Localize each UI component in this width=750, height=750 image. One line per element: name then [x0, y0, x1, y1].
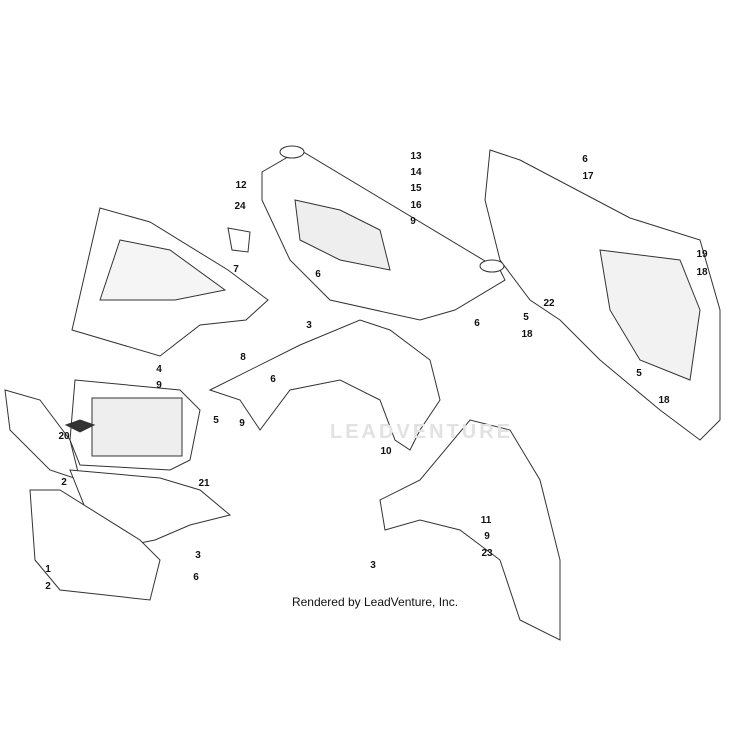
callout: 6	[315, 269, 321, 280]
callout: 5	[523, 312, 529, 323]
callout: 12	[235, 180, 247, 191]
callout: 18	[696, 267, 708, 278]
callout: 9	[484, 531, 490, 542]
callout: 9	[156, 380, 162, 391]
hood-part	[71, 207, 269, 357]
bracket-part	[227, 227, 251, 253]
callout: 23	[481, 548, 493, 559]
front-fascia	[208, 319, 441, 451]
callout: 1	[45, 564, 51, 575]
callout: 3	[306, 320, 312, 331]
callout: 6	[193, 572, 199, 583]
callout: 19	[696, 249, 708, 260]
callout: 5	[213, 415, 219, 426]
callout: 3	[370, 560, 376, 571]
dash-panel	[261, 145, 506, 321]
callout: 16	[410, 200, 422, 211]
callout: 14	[410, 167, 422, 178]
watermark: LEADVENTURE	[330, 421, 514, 443]
callout: 20	[58, 431, 70, 442]
callout: 7	[233, 264, 239, 275]
emblem	[64, 419, 96, 433]
caption: Rendered by LeadVenture, Inc.	[291, 595, 459, 609]
callout: 22	[543, 298, 555, 309]
callout: 11	[480, 515, 492, 526]
callout: 6	[270, 374, 276, 385]
callout: 2	[61, 477, 67, 488]
callout: 13	[410, 151, 422, 162]
callout: 5	[636, 368, 642, 379]
callout: 24	[234, 201, 246, 212]
callout: 18	[521, 329, 533, 340]
callout: 9	[410, 216, 416, 227]
callout: 6	[474, 318, 480, 329]
callout: 4	[156, 364, 162, 375]
callout: 17	[582, 171, 594, 182]
rear-panel	[484, 149, 721, 441]
callout: 9	[239, 418, 245, 429]
grille	[69, 379, 201, 471]
callout: 3	[195, 550, 201, 561]
fender	[379, 419, 561, 641]
callout: 15	[410, 183, 422, 194]
callout: 21	[198, 478, 210, 489]
callout: 18	[658, 395, 670, 406]
skid-plate	[29, 489, 161, 601]
callout: 10	[380, 446, 392, 457]
callout: 6	[582, 154, 588, 165]
callout: 8	[240, 352, 246, 363]
callout: 2	[45, 581, 51, 592]
